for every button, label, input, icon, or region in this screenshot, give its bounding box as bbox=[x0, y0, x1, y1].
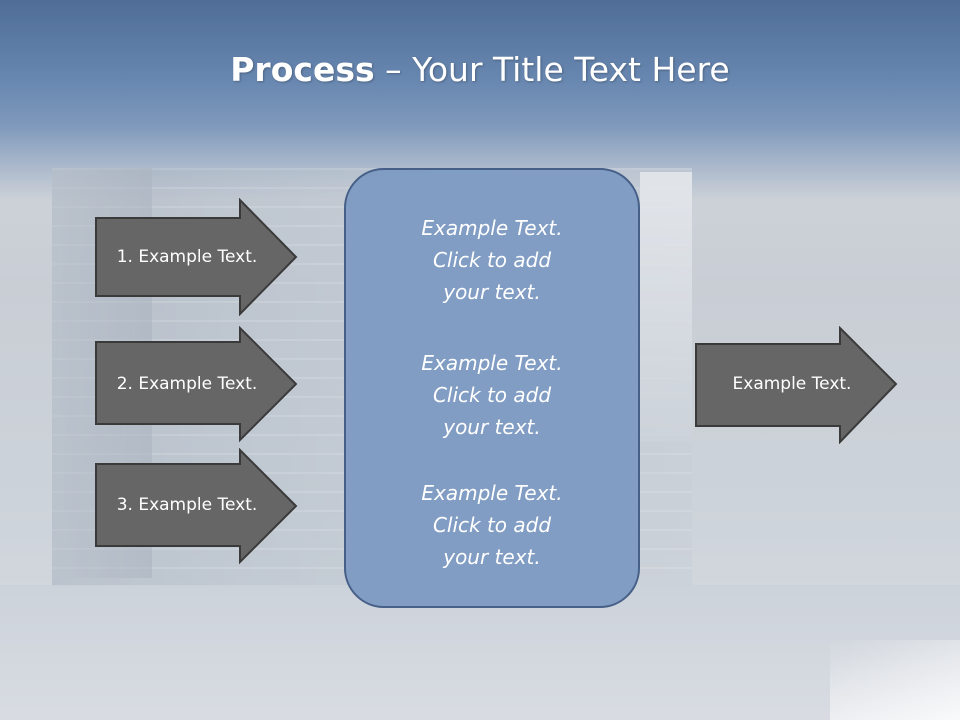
block-line: Click to add bbox=[432, 513, 552, 537]
arrow-label: 2. Example Text. bbox=[116, 374, 258, 394]
block-line: Click to add bbox=[432, 383, 552, 407]
block-line: Click to add bbox=[432, 248, 552, 272]
block-line: Example Text. bbox=[421, 351, 563, 375]
header-band bbox=[0, 0, 960, 200]
center-text-block-2[interactable]: Example Text. Click to add your text. bbox=[344, 347, 640, 443]
staircase-right-wall bbox=[640, 172, 692, 442]
arrow-shape-icon bbox=[95, 448, 298, 565]
title-rest-part: – Your Title Text Here bbox=[374, 50, 730, 89]
block-line: Example Text. bbox=[421, 216, 563, 240]
arrow-shape-icon bbox=[695, 326, 898, 444]
arrow-label: 1. Example Text. bbox=[116, 247, 258, 267]
process-arrow-1[interactable]: 1. Example Text. bbox=[94, 198, 300, 316]
block-line: your text. bbox=[443, 545, 541, 569]
result-arrow[interactable]: Example Text. bbox=[694, 326, 900, 444]
process-arrow-3[interactable]: 3. Example Text. bbox=[94, 448, 300, 566]
block-line: your text. bbox=[443, 280, 541, 304]
arrow-shape-icon bbox=[95, 326, 298, 443]
arrow-label: Example Text. bbox=[732, 374, 852, 394]
arrow-shape-icon bbox=[95, 198, 298, 316]
floor-light-patch bbox=[830, 640, 960, 720]
process-arrow-2[interactable]: 2. Example Text. bbox=[94, 326, 300, 444]
arrow-label: 3. Example Text. bbox=[116, 495, 258, 515]
center-text-block-3[interactable]: Example Text. Click to add your text. bbox=[344, 477, 640, 573]
title-bold-part: Process bbox=[230, 50, 375, 89]
block-line: your text. bbox=[443, 415, 541, 439]
slide-title[interactable]: Process – Your Title Text Here bbox=[0, 50, 960, 89]
center-text-block-1[interactable]: Example Text. Click to add your text. bbox=[344, 212, 640, 308]
block-line: Example Text. bbox=[421, 481, 563, 505]
center-text-box[interactable] bbox=[344, 168, 640, 608]
